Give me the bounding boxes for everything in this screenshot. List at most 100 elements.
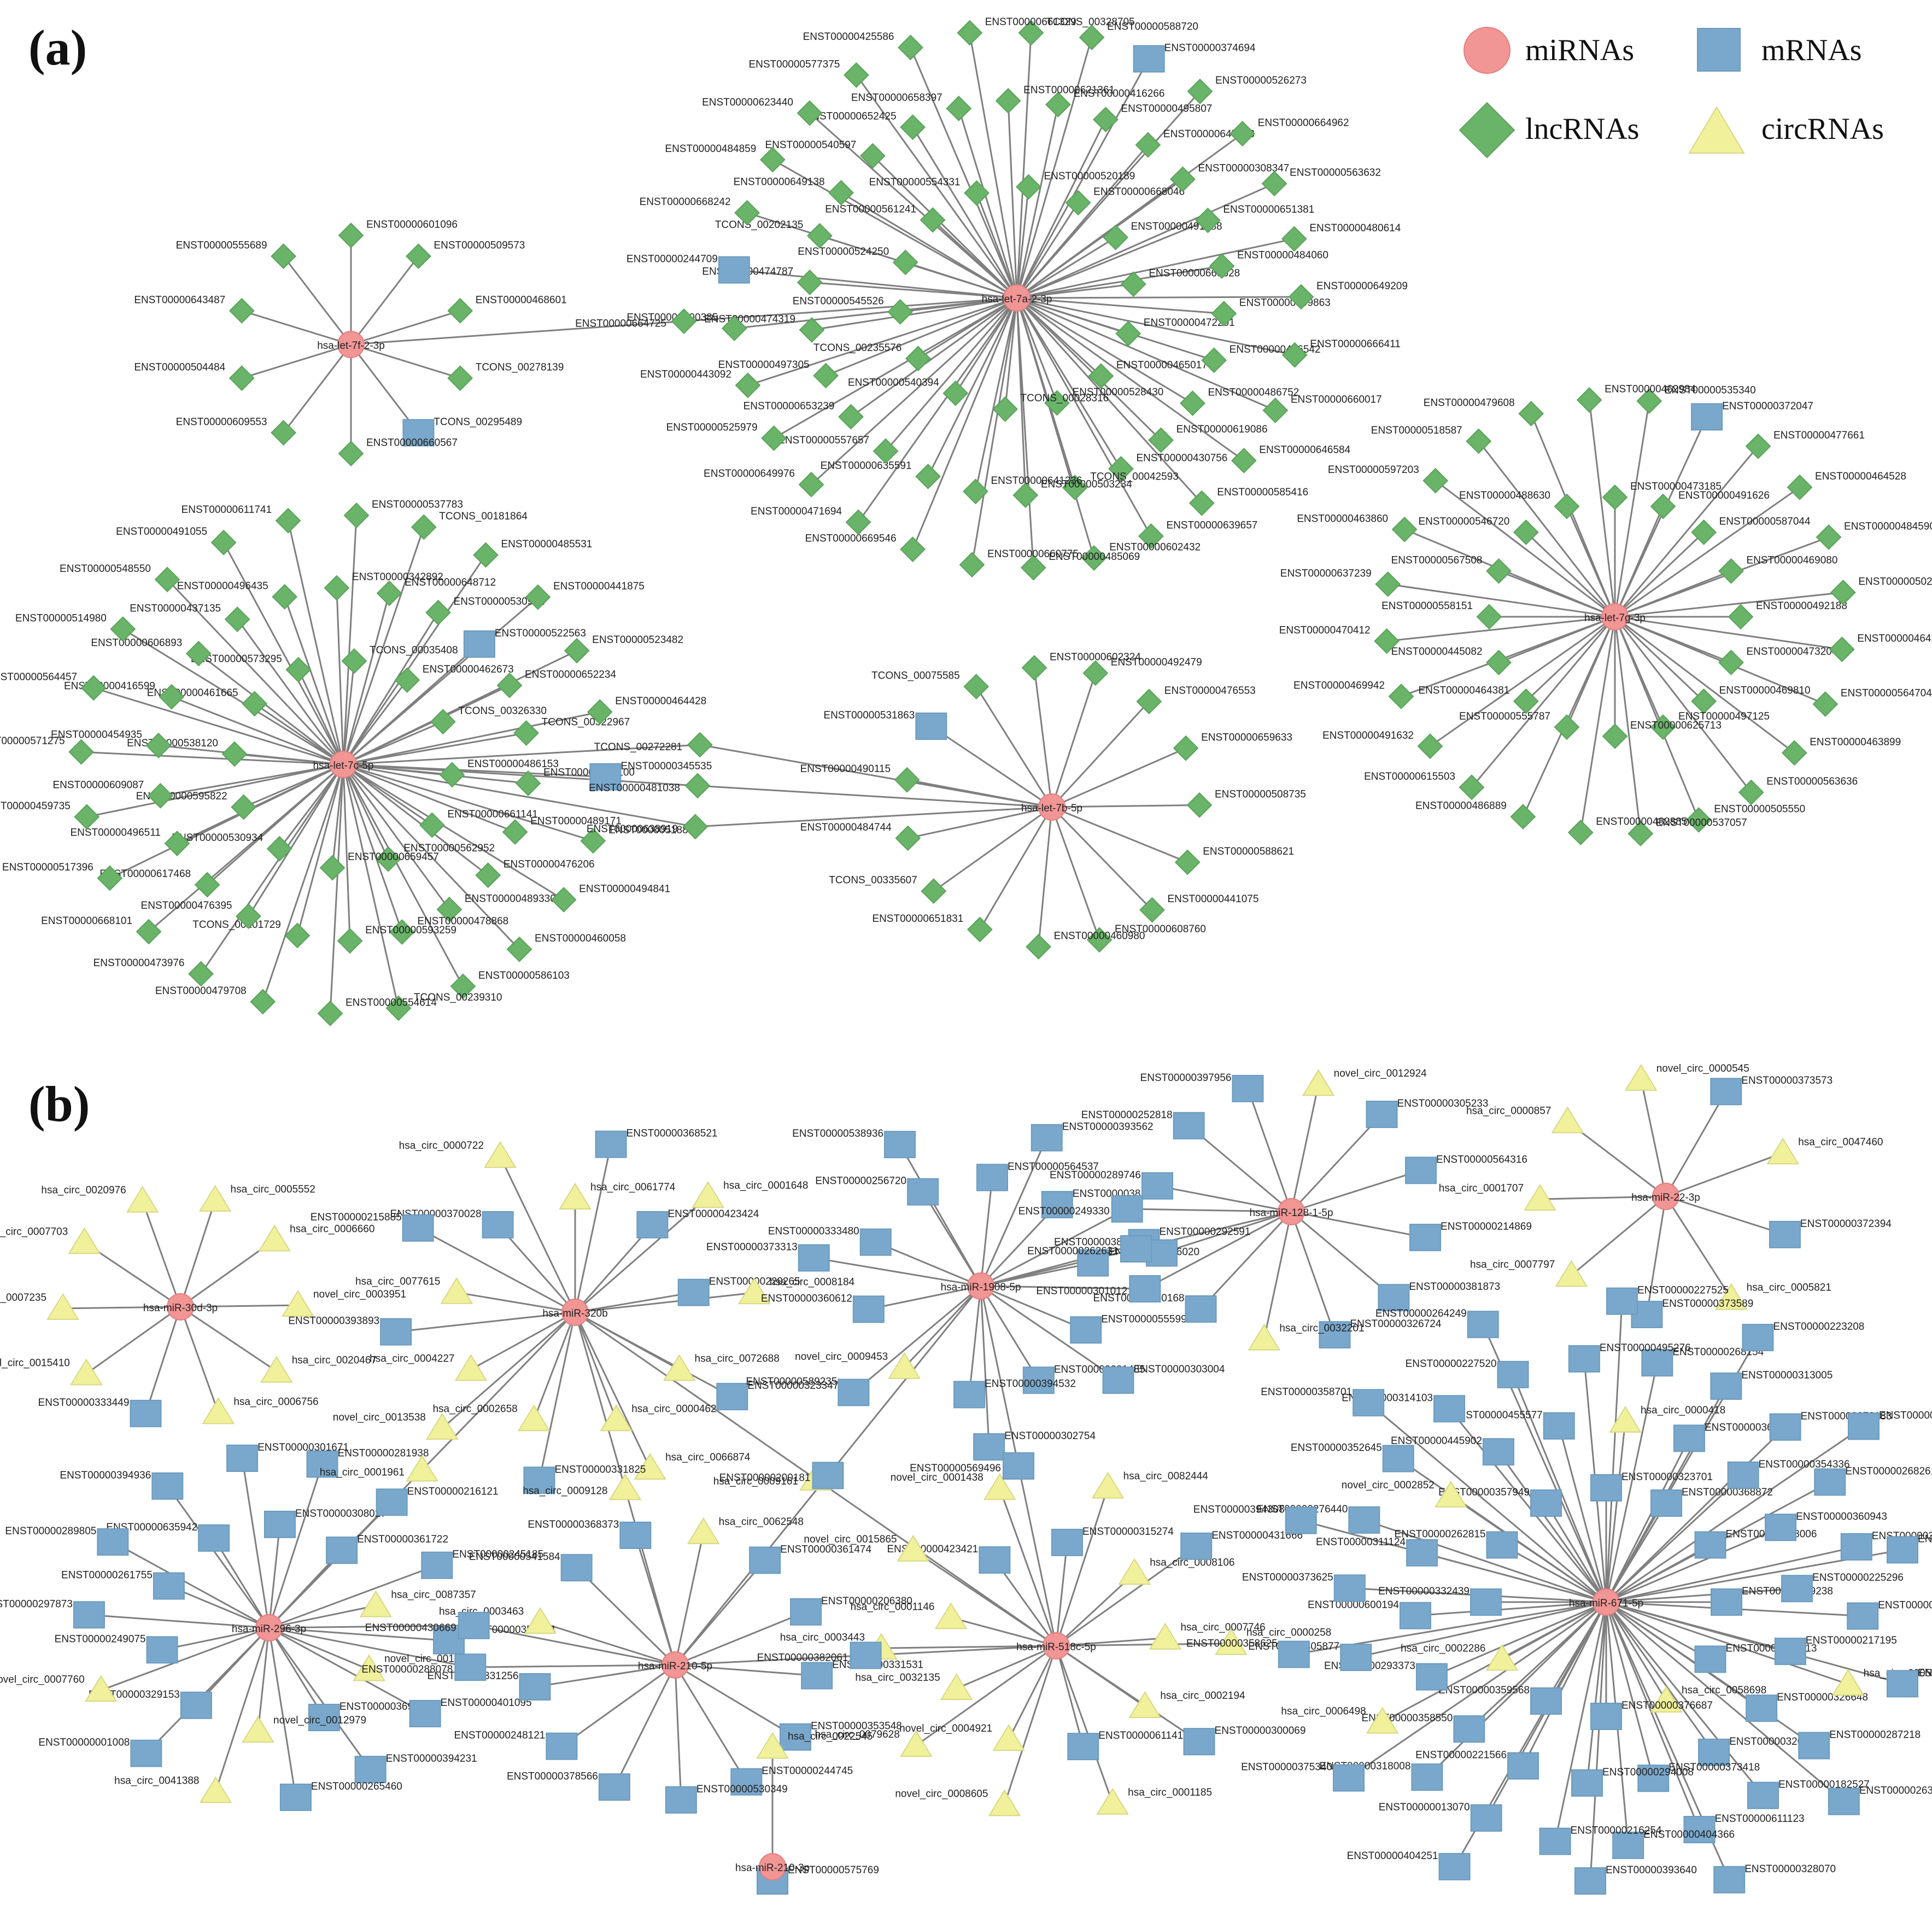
mrna-node-enst00000368521[interactable]: ENST00000368521	[595, 1128, 718, 1158]
lncrna-node-enst00000468601[interactable]: ENST00000468601	[447, 294, 567, 324]
lncrna-node-enst00000615503[interactable]: ENST00000615503	[1364, 771, 1485, 800]
lncrna-node-enst00000443092[interactable]: ENST00000443092	[640, 369, 761, 399]
mrna-node-enst00000635942[interactable]: ENST00000635942	[106, 1522, 230, 1552]
lncrna-node-enst00000485531[interactable]: ENST00000485531	[473, 539, 592, 568]
lncrna-node-enst00000537057[interactable]: ENST00000537057	[1627, 817, 1747, 846]
mrna-node-enst00000323701[interactable]: ENST00000323701	[1590, 1471, 1713, 1501]
mrna-node-enst00000394532[interactable]: ENST00000394532	[953, 1378, 1076, 1409]
lncrna-node-enst00000668046[interactable]: ENST00000668046	[1065, 186, 1185, 216]
mirna-node-hsa-mir-320b[interactable]: hsa-miR-320b	[542, 1299, 608, 1326]
circrna-node-hsa-circ-0001707[interactable]: hsa_circ_0001707	[1439, 1183, 1556, 1211]
lncrna-node-enst00000648712[interactable]: ENST00000648712	[376, 577, 496, 606]
lncrna-node-enst00000555689[interactable]: ENST00000555689	[176, 240, 296, 270]
circrna-node-hsa-circ-0000722[interactable]: hsa_circ_0000722	[399, 1140, 517, 1168]
circrna-node-hsa-circ-0061774[interactable]: hsa_circ_0061774	[559, 1182, 676, 1209]
mrna-node-enst00000611123[interactable]: ENST00000611123	[1683, 1813, 1805, 1844]
circrna-node-hsa-circ-0082444[interactable]: hsa_circ_0082444	[1091, 1471, 1209, 1499]
mirna-node-hsa-mir-210-3p[interactable]: hsa-miR-210-3p	[735, 1853, 810, 1880]
lncrna-node-enst00000492479[interactable]: ENST00000492479	[1082, 657, 1202, 686]
mrna-node-enst00000555997[interactable]: ENST00000555997	[1070, 1313, 1192, 1344]
mrna-node-enst00000394308[interactable]: ENST00000394308	[1193, 1504, 1317, 1534]
lncrna-node-enst00000425586[interactable]: ENST00000425586	[803, 31, 923, 61]
lncrna-node-enst00000479708[interactable]: ENST00000479708	[155, 985, 276, 1015]
lncrna-node-enst00000611741[interactable]: ENST00000611741	[182, 504, 301, 534]
circrna-node-hsa-circ-0007746[interactable]: hsa_circ_0007746	[1149, 1622, 1266, 1650]
mrna-node-enst00000358701[interactable]: ENST00000358701	[1261, 1386, 1385, 1417]
mrna-node-enst00000294008[interactable]: ENST00000294008	[1571, 1767, 1694, 1797]
mrna-node-enst00000393640[interactable]: ENST00000393640	[1574, 1865, 1697, 1895]
circrna-node-hsa-circ-0062548[interactable]: hsa_circ_0062548	[687, 1516, 804, 1544]
circrna-node-hsa-circ-0009128[interactable]: hsa_circ_0009128	[523, 1473, 642, 1500]
lncrna-node-enst00000489171[interactable]: ENST00000489171	[502, 816, 622, 845]
lncrna-node-enst00000464428[interactable]: ENST00000464428	[587, 696, 706, 725]
lncrna-node-enst00000520189[interactable]: ENST00000520189	[1016, 171, 1135, 200]
mrna-node-enst00000430669[interactable]: ENST00000430669	[365, 1611, 490, 1639]
mrna-node-enst00000381577[interactable]: ENST00000381577	[1847, 1600, 1932, 1630]
lncrna-node-enst00000588720[interactable]: ENST00000588720	[1079, 21, 1198, 50]
lncrna-node-enst00000496511[interactable]: ENST00000496511	[70, 827, 190, 856]
lncrna-node-enst00000601096[interactable]: ENST00000601096	[338, 219, 458, 248]
lncrna-node-enst00000308347[interactable]: ENST00000308347	[1170, 163, 1289, 192]
lncrna-node-enst00000625713[interactable]: ENST00000625713	[1602, 720, 1722, 749]
lncrna-node-tcons-00075585[interactable]: TCONS_00075585	[871, 670, 990, 700]
mrna-node-enst00000358625[interactable]: ENST00000358625	[1186, 1638, 1310, 1668]
mrna-node-enst00000522563[interactable]: ENST00000522563	[463, 628, 586, 658]
lncrna-node-enst00000659457[interactable]: ENST00000659457	[319, 851, 439, 881]
circrna-node-novel-circ-0011456[interactable]: novel_circ_0011456	[353, 1653, 477, 1681]
mrna-node-enst00000268261[interactable]: ENST00000268261	[1814, 1465, 1932, 1496]
lncrna-node-enst00000571275[interactable]: ENST00000571275	[0, 735, 95, 765]
lncrna-node-enst00000479608[interactable]: ENST00000479608	[1424, 398, 1544, 426]
circrna-node-hsa-circ-0005821[interactable]: hsa_circ_0005821	[1714, 1282, 1831, 1310]
mrna-node-enst00000313005[interactable]: ENST00000313005	[1710, 1370, 1833, 1400]
lncrna-node-enst00000623440[interactable]: ENST00000623440	[702, 97, 823, 126]
mrna-node-enst00000397956[interactable]: ENST00000397956	[1140, 1072, 1264, 1102]
lncrna-node-enst00000430756[interactable]: ENST00000430756	[1108, 452, 1227, 482]
lncrna-node-enst00000514980[interactable]: ENST00000514980	[15, 613, 136, 642]
circrna-node-novel-circ-0013538[interactable]: novel_circ_0013538	[333, 1412, 459, 1440]
lncrna-node-enst00000482885[interactable]: ENST00000482885	[1567, 816, 1687, 845]
lncrna-node-enst00000661329[interactable]: ENST00000661329	[957, 16, 1076, 46]
circrna-node-hsa-circ-0000857[interactable]: hsa_circ_0000857	[1466, 1106, 1584, 1133]
lncrna-node-enst00000526273[interactable]: ENST00000526273	[1187, 75, 1307, 104]
mrna-node-enst00000423424[interactable]: ENST00000423424	[636, 1208, 759, 1238]
mrna-node-enst00000305233[interactable]: ENST00000305233	[1366, 1098, 1489, 1129]
mrna-node-enst00000206380[interactable]: ENST00000206380	[790, 1596, 912, 1626]
circrna-node-hsa-circ-0079628[interactable]: hsa_circ_0079628	[815, 1729, 933, 1757]
lncrna-node-enst00000481038[interactable]: ENST00000481038	[589, 773, 711, 799]
lncrna-node-enst00000473976[interactable]: ENST00000473976	[93, 957, 214, 987]
lncrna-node-enst00000464381[interactable]: ENST00000464381	[1418, 685, 1539, 714]
lncrna-node-enst00000503234[interactable]: ENST00000503234	[1012, 479, 1132, 509]
lncrna-node-enst00000478868[interactable]: ENST00000478868	[389, 915, 508, 945]
circrna-node-hsa-circ-0047460[interactable]: hsa_circ_0047460	[1766, 1136, 1883, 1165]
mirna-node-hsa-mir-671-5p[interactable]: hsa-miR-671-5p	[1569, 1588, 1643, 1616]
lncrna-node-enst00000554614[interactable]: ENST00000554614	[317, 997, 437, 1026]
lncrna-node-enst00000649138[interactable]: ENST00000649138	[734, 176, 854, 206]
lncrna-node-enst00000530934[interactable]: ENST00000530934	[172, 832, 292, 862]
circrna-node-hsa-circ-0008184[interactable]: hsa_circ_0008184	[738, 1276, 855, 1305]
mrna-node-enst00000301671[interactable]: ENST00000301671	[226, 1442, 349, 1472]
mrna-node-enst00000359568[interactable]: ENST00000359568	[1438, 1685, 1562, 1715]
circrna-node-novel-circ-0008605[interactable]: novel_circ_0008605	[895, 1788, 1021, 1816]
mrna-node-enst00000281938[interactable]: ENST00000281938	[306, 1448, 429, 1478]
lncrna-node-enst00000504484[interactable]: ENST00000504484	[134, 362, 255, 391]
mrna-node-enst00000541584[interactable]: ENST00000541584	[469, 1551, 593, 1582]
lncrna-node-enst00000641236[interactable]: ENST00000641236	[963, 475, 1082, 505]
mrna-node-enst00000374694[interactable]: ENST00000374694	[1133, 43, 1256, 73]
lncrna-node-enst00000617468[interactable]: ENST00000617468	[99, 868, 220, 898]
circrna-node-hsa-circ-0001961[interactable]: hsa_circ_0001961	[320, 1454, 438, 1482]
mrna-node-enst00000455577[interactable]: ENST00000455577	[1451, 1410, 1575, 1440]
lncrna-node-enst00000561241[interactable]: ENST00000561241	[825, 203, 946, 233]
mrna-node-enst00000353548[interactable]: ENST00000353548	[779, 1721, 902, 1751]
lncrna-node-enst00000474319[interactable]: ENST00000474319	[704, 313, 825, 343]
mrna-node-enst00000256720[interactable]: ENST00000256720	[815, 1176, 939, 1206]
lncrna-node-tcons-00239310[interactable]: TCONS_00239310	[385, 992, 502, 1021]
mrna-node-enst00000326724[interactable]: ENST00000326724	[1319, 1318, 1442, 1349]
mrna-node-enst00000394936[interactable]: ENST00000394936	[60, 1470, 184, 1500]
lncrna-node-enst00000441075[interactable]: ENST00000441075	[1139, 893, 1258, 923]
mrna-node-enst00000404366[interactable]: ENST00000404366	[1612, 1829, 1735, 1859]
lncrna-node-tcons-00322967[interactable]: TCONS_00322967	[513, 717, 630, 746]
lncrna-node-enst00000588621[interactable]: ENST00000588621	[1174, 846, 1294, 875]
lncrna-node-enst00000545526[interactable]: ENST00000545526	[793, 295, 914, 325]
circrna-node-hsa-circ-0020976[interactable]: hsa_circ_0020976	[41, 1185, 159, 1213]
mrna-node-enst00000357949[interactable]: ENST00000357949	[1438, 1487, 1562, 1517]
